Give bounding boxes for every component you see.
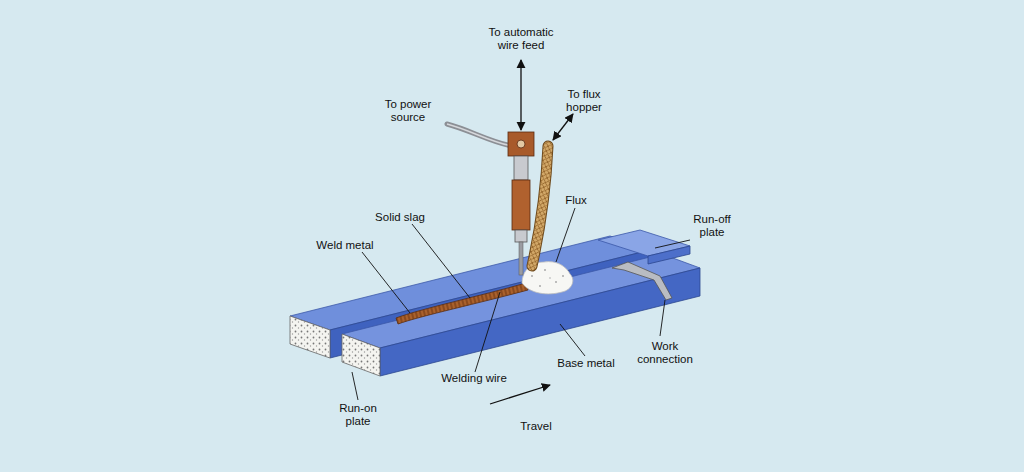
run-on-plate [290, 316, 330, 358]
part-label: Run-on plate [334, 402, 382, 428]
leader-lines [352, 208, 690, 400]
weld-bead [396, 283, 528, 324]
part-label: Work connection [630, 340, 700, 366]
wire-feed-arrow [520, 60, 521, 130]
flux-hopper-arrow [553, 114, 573, 140]
flux-hose-edge [532, 146, 548, 266]
part-label: Weld metal [314, 239, 376, 252]
part-label: Welding wire [437, 372, 511, 385]
run-off-plate [598, 230, 690, 264]
part-label: Base metal [555, 357, 617, 370]
flux-hose [532, 146, 548, 266]
work-connection-clamp [612, 262, 672, 300]
part-label: To automatic wire feed [481, 26, 561, 52]
power-cable [447, 124, 512, 146]
part-label: Solid slag [370, 211, 430, 224]
direction-label: Travel [514, 420, 558, 433]
power-cable-highlight [447, 124, 512, 146]
flux-grains [531, 269, 564, 287]
part-label: To power source [380, 98, 436, 124]
part-label: Flux [561, 194, 591, 207]
part-label: To flux hopper [559, 88, 609, 114]
welding-torch [508, 132, 534, 275]
run-on-plate [342, 334, 380, 376]
travel-arrow [490, 385, 550, 404]
welding-wire [519, 242, 523, 275]
part-label: Run-off plate [686, 213, 738, 239]
